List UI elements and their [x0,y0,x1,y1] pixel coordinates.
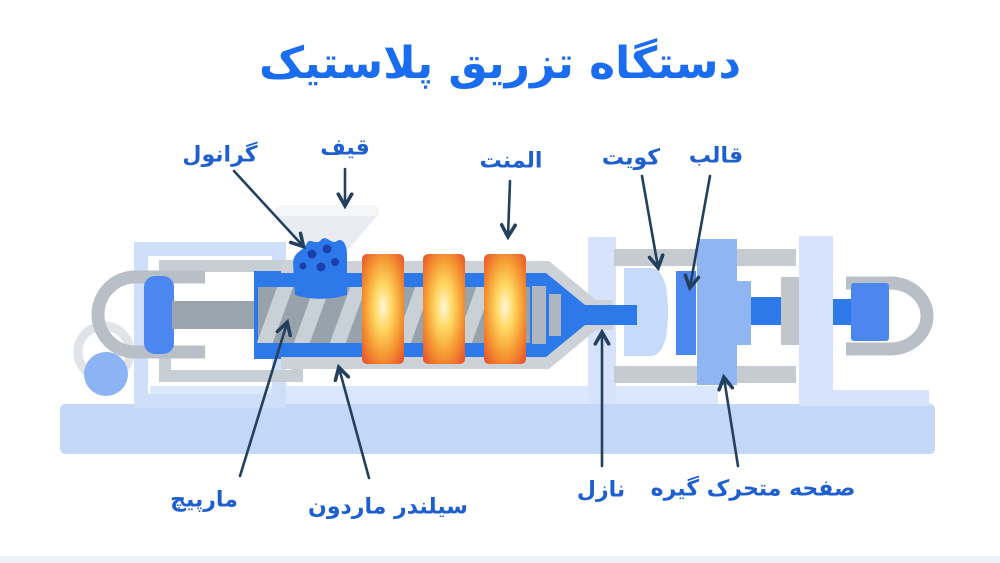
label-moving-clamp-plate: صفحه متحرک گیره [650,476,856,502]
injection-piston-head [144,276,174,354]
granule-dot [299,262,307,270]
movable-platen [697,239,737,385]
hopper-funnel [277,216,377,258]
clamp-connector-bar [751,297,783,325]
clamp-piston-rod [833,299,855,325]
granule-splash [293,238,347,299]
label-mold: قالب [688,143,744,169]
label-hopper: قیف [320,135,370,161]
label-cavity: کویت [601,145,661,171]
clamp-cylinder-loop [846,276,934,356]
injection-cylinder-loop [91,270,205,359]
screw-flight [330,287,366,343]
heater-band-2 [423,254,465,364]
granule-dot [322,244,332,254]
label-screw: مارپیچ [170,487,238,513]
label-nozzle: نازل [576,477,626,503]
screw-flight [395,287,431,343]
piston-shaft [172,301,258,329]
mold-plate [676,271,696,355]
leader-cavity [640,174,658,267]
heater-band-1 [362,254,404,364]
screw-flight [456,287,492,343]
screw-flight [257,287,293,343]
oil-tank-ball [84,352,128,396]
end-plate-foot [799,390,929,406]
leader-moving-clamp-plate [724,378,740,468]
mold-cavity [624,268,668,356]
granule-dot [331,258,339,266]
leader-screw-cylinder [339,368,371,480]
leader-screw [238,323,287,478]
movable-platen-step [737,281,751,345]
clamping-unit [588,236,934,406]
label-heater-element: المنت [479,148,543,174]
heater-band-3 [484,254,526,364]
label-screw-cylinder: سیلندر ماردون [308,494,468,520]
screw-tip [549,294,561,336]
leader-lines [232,167,740,480]
leader-heater-element [508,179,510,236]
end-plate [799,236,833,404]
screw-flights [257,287,492,343]
label-granule: گرانول [182,142,258,168]
granule-dot [307,249,317,259]
injection-unit [73,205,637,408]
screw-tip-collar [532,286,546,344]
base-bed [60,404,935,454]
leader-mold [690,174,712,287]
bottom-edge-strip [0,556,1000,563]
granule-dot [316,262,326,272]
page-title: دستگاه تزریق پلاستیک [258,38,742,89]
clamp-piston-head [851,283,889,341]
clamp-guide-block [781,277,799,345]
leader-granule [232,169,303,246]
